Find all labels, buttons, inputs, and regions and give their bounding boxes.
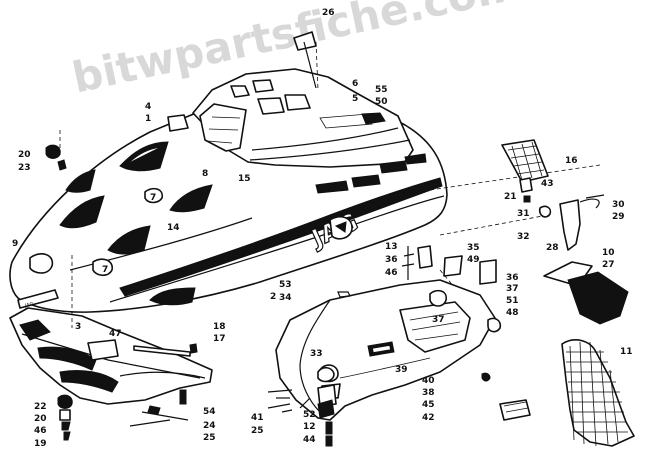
callout-53: 53 [279,280,292,290]
hardware-26 [293,31,317,89]
hardware-20 [45,144,67,171]
callout-11: 11 [620,347,633,357]
callout-42: 42 [422,413,435,423]
callout-46: 46 [385,268,398,278]
callout-33: 33 [310,349,323,359]
callout-21: 21 [504,192,517,202]
callout-30: 30 [612,200,625,210]
callout-6: 6 [352,79,358,89]
callout-15: 15 [238,174,251,184]
callout-7: 7 [102,265,108,275]
callout-2: 2 [270,292,276,302]
callout-16: 16 [565,156,578,166]
side-panel [267,245,531,421]
hardware-41 [276,397,335,447]
callout-20: 20 [34,414,47,424]
callout-23: 23 [18,163,31,173]
callout-43: 43 [541,179,554,189]
callout-31: 31 [517,209,530,219]
callout-9: 9 [12,239,18,249]
callout-24: 24 [203,421,216,431]
decal-16 [501,139,549,183]
callout-4: 4 [145,102,151,112]
callout-25: 25 [251,426,264,436]
callout-7: 7 [150,193,156,203]
callout-54: 54 [203,407,216,417]
hood-shell: JAG JAG [9,68,448,405]
callout-18: 18 [213,322,226,332]
callout-13: 13 [385,242,398,252]
hardware-22 [57,394,73,441]
hardware-24 [129,389,189,427]
callout-3: 3 [75,322,81,332]
panel-27 [543,261,629,325]
dash-line [315,41,319,91]
dash-line [429,164,601,191]
callout-10: 10 [602,248,615,258]
callout-1: 1 [145,114,151,124]
callout-37: 37 [432,315,445,325]
callout-34: 34 [279,293,292,303]
callout-50: 50 [375,97,388,107]
callout-8: 8 [202,169,208,179]
callout-20: 20 [18,150,31,160]
bracket-28 [519,177,605,251]
callout-36: 36 [385,255,398,265]
nose-badge: JAG [23,301,34,309]
callout-19: 19 [34,439,47,449]
callout-41: 41 [251,413,264,423]
callout-29: 29 [612,212,625,222]
callout-12: 12 [303,422,316,432]
callout-46: 46 [34,426,47,436]
hardware-48 [481,195,531,382]
mesh-11 [561,339,635,447]
callout-14: 14 [167,223,180,233]
callout-17: 17 [213,334,226,344]
callout-48: 48 [506,308,519,318]
callout-26: 26 [322,8,335,18]
callout-40: 40 [422,376,435,386]
callout-51: 51 [506,296,519,306]
callout-55: 55 [375,85,388,95]
callout-32: 32 [517,232,530,242]
callout-37: 37 [506,284,519,294]
callout-45: 45 [422,400,435,410]
callout-25: 25 [203,433,216,443]
callout-52: 52 [303,410,316,420]
callout-47: 47 [109,329,122,339]
dash-line [439,214,549,236]
callout-28: 28 [546,243,559,253]
callout-39: 39 [395,365,408,375]
callout-27: 27 [602,260,615,270]
callout-36: 36 [506,273,519,283]
callout-38: 38 [422,388,435,398]
callout-44: 44 [303,435,316,445]
callout-49: 49 [467,255,480,265]
callout-35: 35 [467,243,480,253]
callout-22: 22 [34,402,47,412]
callout-5: 5 [352,94,358,104]
